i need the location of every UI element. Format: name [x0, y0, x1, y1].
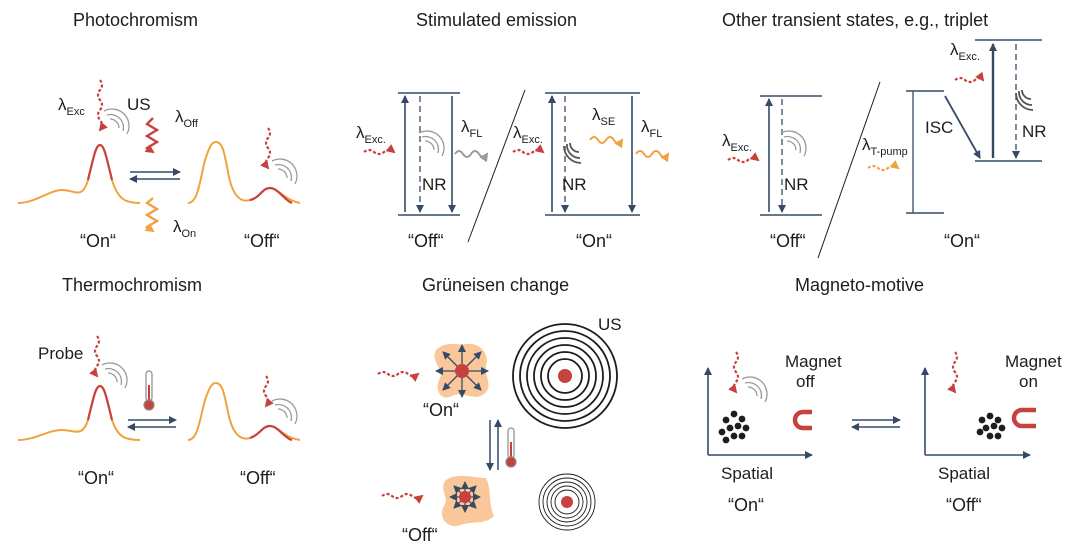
excitation-arrow: [377, 370, 420, 382]
ultrasound-icon: [101, 362, 128, 389]
state-off-label: “Off“: [244, 231, 280, 251]
us-label: US: [598, 315, 622, 334]
excitation-arrow: [954, 71, 985, 84]
panel-title-transient: Other transient states, e.g., triplet: [722, 10, 988, 30]
magnet-icon: [1011, 407, 1036, 429]
ultrasound-icon: [103, 108, 130, 135]
stimulating-light-arrow: [589, 136, 624, 149]
state-off-label: “Off“: [240, 468, 276, 488]
nr-label: NR: [1022, 122, 1047, 141]
us-label: US: [127, 95, 151, 114]
panel-title-thermochromism: Thermochromism: [62, 275, 202, 295]
panel-title-grueneisen: Grüneisen change: [422, 275, 569, 295]
lambda-exc-label: λExc.: [950, 40, 980, 63]
excitation-arrow: [260, 127, 272, 170]
absorber-particle: [561, 496, 573, 508]
ultrasound-wavefront-strong: [512, 323, 618, 429]
excitation-arrow: [262, 375, 274, 408]
lambda-off-label: λOff: [175, 107, 199, 130]
thermometer-icon: [505, 427, 517, 468]
absorber-particle: [459, 491, 471, 503]
spectrum-on-curve: [17, 384, 141, 441]
spectrum-off-curve: [187, 381, 301, 441]
excitation-arrow: [89, 335, 101, 378]
fluorescence-emission-arrow: [454, 150, 489, 163]
ultrasound-icon: [741, 376, 768, 403]
excitation-arrow: [947, 351, 959, 394]
excitation-arrow: [727, 152, 760, 164]
ultrasound-icon: [271, 398, 298, 425]
panel-title-stimulated-emission: Stimulated emission: [416, 10, 577, 30]
probe-label: Probe: [38, 344, 83, 363]
panel-transient-states: Other transient states, e.g., triplet NR…: [722, 10, 1047, 259]
state-on-label: “On“: [423, 400, 459, 420]
panel-photochromism: Photochromism λExc US λOff λOn “On“ “Off…: [17, 10, 301, 251]
isc-label: ISC: [925, 118, 953, 137]
divider-slash: [467, 89, 526, 243]
switch-on-light-arrow: [144, 197, 160, 233]
ultrasound-icon: [1015, 89, 1034, 111]
nanoparticle-cluster: [976, 412, 1006, 440]
state-off-label: “Off“: [946, 495, 982, 515]
lambda-exc-label: λExc.: [513, 123, 543, 146]
lambda-on-label: λOn: [173, 217, 196, 240]
ultrasound-icon: [563, 142, 582, 164]
divider-slash: [817, 81, 881, 259]
isc-arrow: [944, 95, 981, 159]
state-off-label: “Off“: [770, 231, 806, 251]
nr-label: NR: [562, 175, 587, 194]
spectrum-off-curve: [187, 140, 301, 204]
excitation-arrow: [728, 351, 740, 394]
stimulated-emission-arrow: [635, 150, 670, 163]
state-on-label: “On“: [78, 468, 114, 488]
absorber-particle: [455, 364, 469, 378]
switch-off-light-arrow: [144, 117, 160, 154]
lambda-exc-label: λExc: [58, 95, 85, 118]
nr-label: NR: [422, 175, 447, 194]
spectrum-on-curve: [17, 143, 141, 204]
lambda-fl-label: λFL: [461, 117, 482, 140]
thermometer-icon: [143, 370, 155, 411]
panel-grueneisen: Grüneisen change “On“ US: [377, 275, 622, 545]
ultrasound-wavefront-weak: [538, 473, 596, 531]
axis-label-spatial: Spatial: [721, 464, 773, 483]
excitation-arrow: [96, 79, 108, 132]
axis-label-spatial: Spatial: [938, 464, 990, 483]
panel-title-magneto: Magneto-motive: [795, 275, 924, 295]
panel-thermochromism: Thermochromism Probe “On“ “Off“: [17, 275, 301, 488]
state-off-label: “Off“: [402, 525, 438, 545]
state-on-label: “On“: [576, 231, 612, 251]
excitation-arrow: [363, 144, 396, 156]
state-on-label: “On“: [80, 231, 116, 251]
state-on-label: “On“: [728, 495, 764, 515]
absorber-particle: [558, 369, 572, 383]
nr-label: NR: [784, 175, 809, 194]
excitation-arrow: [512, 144, 545, 156]
panel-stimulated-emission: Stimulated emission NR λExc. λFL “Off“ N…: [356, 10, 670, 251]
triplet-pump-arrow: [867, 160, 900, 172]
ultrasound-icon: [418, 130, 445, 157]
state-on-label: “On“: [944, 231, 980, 251]
panel-title-photochromism: Photochromism: [73, 10, 198, 30]
nanoparticle-cluster: [718, 410, 750, 444]
lambda-tpump-label: λT-pump: [862, 135, 908, 158]
lambda-fl-label: λFL: [641, 117, 662, 140]
magnet-icon: [792, 409, 812, 431]
lambda-se-label: λSE: [592, 105, 615, 128]
state-off-label: “Off“: [408, 231, 444, 251]
lambda-exc-label: λExc.: [356, 123, 386, 146]
lambda-exc-label: λExc.: [722, 131, 752, 154]
excitation-arrow: [381, 492, 424, 504]
ultrasound-icon: [271, 158, 298, 185]
ultrasound-icon: [780, 130, 807, 157]
